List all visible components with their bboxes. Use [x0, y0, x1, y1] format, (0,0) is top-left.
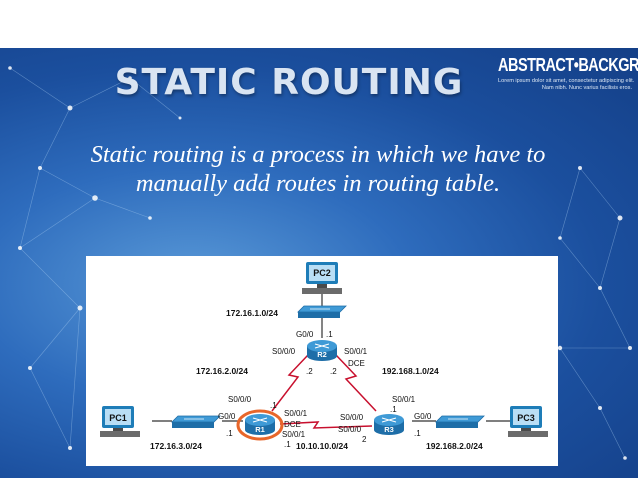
r1-label: R1 — [255, 425, 265, 434]
interface-label: S0/0/1 — [344, 347, 368, 356]
interface-label: DCE — [284, 420, 301, 429]
switch-icon — [297, 305, 347, 318]
r3-label: R3 — [384, 425, 394, 434]
logo-tagline-1: Lorem ipsum dolor sit amet, consectetur … — [498, 78, 635, 84]
interface-label: .1 — [270, 401, 277, 410]
network-label: 192.168.1.0/24 — [382, 366, 439, 376]
interface-label: S0/0/1 — [392, 395, 416, 404]
serial-links — [271, 354, 377, 429]
interface-label: .1 — [326, 330, 333, 339]
logo-tagline-2: Nam nibh. Nunc varius facilisis eros. — [541, 85, 632, 91]
interface-label: .2 — [306, 367, 313, 376]
slide-title: STATIC ROUTING — [114, 62, 464, 103]
interface-label: .2 — [330, 367, 337, 376]
interface-label: G0/0 — [414, 412, 432, 421]
interface-label: 2 — [362, 435, 367, 444]
interface-label: DCE — [348, 359, 365, 368]
interface-label: S0/0/0 — [340, 413, 364, 422]
pc1-label: PC1 — [109, 413, 127, 423]
interface-label: S0/0/1 — [282, 430, 306, 439]
router-icon — [245, 414, 275, 435]
pc3-label: PC3 — [517, 413, 535, 423]
switch-icon — [435, 415, 485, 428]
interface-label: S0/0/1 — [284, 409, 308, 418]
r1-highlight-ring — [236, 409, 284, 441]
switch-icon — [171, 415, 221, 428]
interface-label: S0/0/0 — [338, 425, 362, 434]
pc1-icon — [100, 406, 140, 437]
network-label: 172.16.2.0/24 — [196, 366, 248, 376]
interface-label: .1 — [284, 440, 291, 449]
interface-label: .1 — [390, 405, 397, 414]
router-icon — [307, 340, 337, 361]
interface-label: G0/0 — [296, 330, 314, 339]
network-background-graphic — [8, 66, 632, 460]
network-label: 172.16.3.0/24 — [150, 441, 202, 451]
interface-label: S0/0/0 — [228, 395, 252, 404]
interface-label: .1 — [226, 429, 233, 438]
serial-link-r1-r3 — [279, 421, 373, 429]
router-icon — [374, 414, 404, 435]
serial-link-r2-r3 — [335, 354, 377, 412]
interface-label: G0/0 — [218, 412, 236, 421]
serial-link-r1-r2 — [271, 354, 309, 412]
ethernet-links — [152, 294, 510, 422]
network-label: 10.10.10.0/24 — [296, 441, 348, 451]
slide-subtitle: Static routing is a process in which we … — [90, 141, 546, 197]
r2-label: R2 — [317, 350, 327, 359]
pc2-label: PC2 — [313, 268, 331, 278]
network-label: 192.168.2.0/24 — [426, 441, 483, 451]
pc3-icon — [508, 406, 548, 437]
pc2-icon — [302, 262, 342, 294]
network-topology-diagram: PC2 R2 — [86, 256, 558, 466]
network-label: 172.16.1.0/24 — [226, 308, 278, 318]
logo-name: ABSTRACT•BACKGROUND — [498, 56, 638, 76]
interface-label: .1 — [414, 429, 421, 438]
slide: STATIC ROUTING ABSTRACT•BACKGROUND Lorem… — [0, 48, 638, 478]
interface-label: S0/0/0 — [272, 347, 296, 356]
brand-logo: ABSTRACT•BACKGROUND Lorem ipsum dolor si… — [498, 56, 638, 92]
